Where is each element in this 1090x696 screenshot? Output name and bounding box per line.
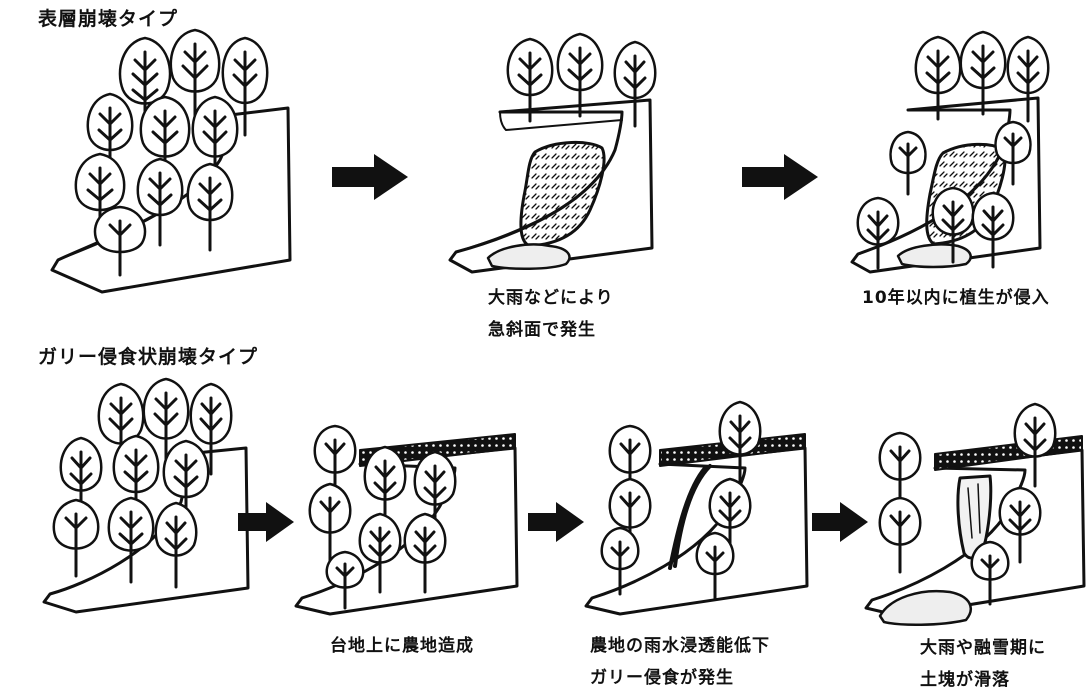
arrow-right-icon <box>528 502 584 542</box>
tree-icon <box>59 436 103 522</box>
tree-icon <box>136 157 184 247</box>
slope-block <box>584 446 809 616</box>
tree-icon <box>613 40 657 128</box>
tree-icon <box>93 205 147 277</box>
debris-deposit <box>878 589 972 627</box>
tree-icon <box>191 95 239 189</box>
tree-icon <box>998 486 1042 564</box>
gully-channel <box>668 464 712 570</box>
stage-soil-slide <box>864 402 1086 627</box>
caption-line: 10年以内に植生が侵入 <box>862 288 1050 308</box>
stage-farmland <box>294 424 519 616</box>
tree-icon <box>86 92 134 182</box>
stage-gully-erosion <box>584 400 809 616</box>
caption-line: 農地の雨水浸透能低下 <box>590 636 770 656</box>
caption-farmland: 台地上に農地造成 <box>330 630 474 662</box>
tree-icon <box>959 30 1007 116</box>
arrow-right-icon <box>742 154 818 200</box>
arrow-right-icon <box>238 502 294 542</box>
tree-icon <box>878 431 922 507</box>
tree-icon <box>186 162 234 252</box>
tree-icon <box>878 496 922 574</box>
arrow-right-icon <box>812 502 868 542</box>
tree-icon <box>107 496 155 584</box>
tree-icon <box>169 28 221 122</box>
tree-icon <box>708 477 752 559</box>
tree-icon <box>189 382 233 476</box>
tree-icon <box>139 95 191 189</box>
tree-icon <box>403 512 447 594</box>
section1-title: 表層崩壊タイプ <box>38 8 179 30</box>
tree-icon <box>52 498 100 578</box>
caption-line: 土塊が滑落 <box>920 670 1010 690</box>
tree-icon <box>74 152 126 240</box>
tree-icon <box>914 35 962 121</box>
tree-icon <box>97 382 145 474</box>
caption-line: ガリー侵食が発生 <box>590 668 734 688</box>
tree-icon <box>994 120 1032 186</box>
tree-icon <box>608 477 652 559</box>
caption-line: 台地上に農地造成 <box>330 636 474 656</box>
caption-soil-slide: 大雨や融雪期に 土塊が滑落 <box>920 632 1046 696</box>
tree-icon <box>695 531 735 601</box>
stage-landslide <box>448 32 657 274</box>
section2-title: ガリー侵食状崩壊タイプ <box>38 346 259 368</box>
tree-icon <box>889 130 927 196</box>
tree-icon <box>313 424 357 500</box>
stage-forest-slope-2 <box>42 377 250 614</box>
caption-gully-erosion: 農地の雨水浸透能低下 ガリー侵食が発生 <box>590 630 770 694</box>
debris-deposit <box>486 243 571 271</box>
tree-cluster <box>74 28 269 277</box>
tree-icon <box>856 196 900 270</box>
tree-icon <box>221 36 269 137</box>
caption-line: 大雨や融雪期に <box>920 638 1046 658</box>
caption-revegetation: 10年以内に植生が侵入 <box>862 282 1050 314</box>
tree-icon <box>1006 35 1050 123</box>
tree-icon <box>162 439 210 529</box>
stage-forest-slope-1 <box>50 28 292 294</box>
tree-icon <box>506 37 554 123</box>
tree-icon <box>112 434 160 524</box>
tree-icon <box>358 512 402 594</box>
tree-icon <box>556 32 604 118</box>
tree-icon <box>142 377 190 469</box>
tree-icon <box>970 540 1010 606</box>
tree-icon <box>413 450 457 536</box>
tree-icon <box>931 186 975 264</box>
tree-icon <box>1013 402 1057 488</box>
tree-icon <box>718 400 762 486</box>
tree-icon <box>363 445 407 531</box>
arrow-right-icon <box>332 154 408 200</box>
caption-line: 大雨などにより <box>488 288 614 308</box>
tree-icon <box>600 526 640 596</box>
tree-icon <box>154 501 198 589</box>
landslide-scar <box>519 140 606 248</box>
tree-icon <box>308 482 352 564</box>
caption-heavy-rain: 大雨などにより 急斜面で発生 <box>488 282 614 346</box>
tree-icon <box>971 191 1015 269</box>
tree-icon <box>608 424 652 500</box>
stage-revegetation <box>850 30 1050 274</box>
tree-icon <box>118 36 172 137</box>
caption-line: 急斜面で発生 <box>488 320 596 340</box>
tree-icon <box>325 550 365 610</box>
